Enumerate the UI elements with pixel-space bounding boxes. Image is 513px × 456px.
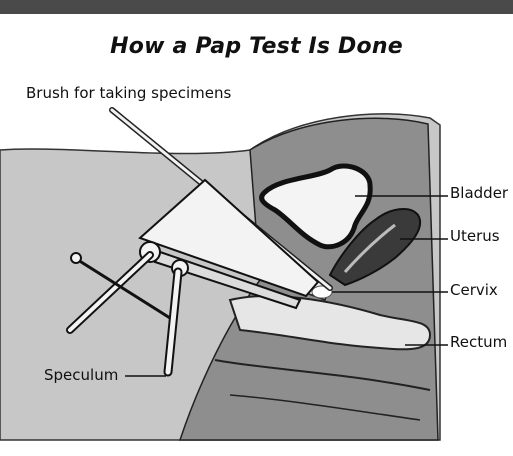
uterus-label: Uterus [448, 227, 502, 245]
bladder-label: Bladder [448, 184, 510, 202]
speculum-label: Speculum [42, 366, 120, 384]
speculum-screw-knob [71, 253, 81, 263]
brush-label: Brush for taking specimens [24, 84, 233, 102]
rectum-label: Rectum [448, 333, 509, 351]
cervix-label: Cervix [448, 281, 500, 299]
